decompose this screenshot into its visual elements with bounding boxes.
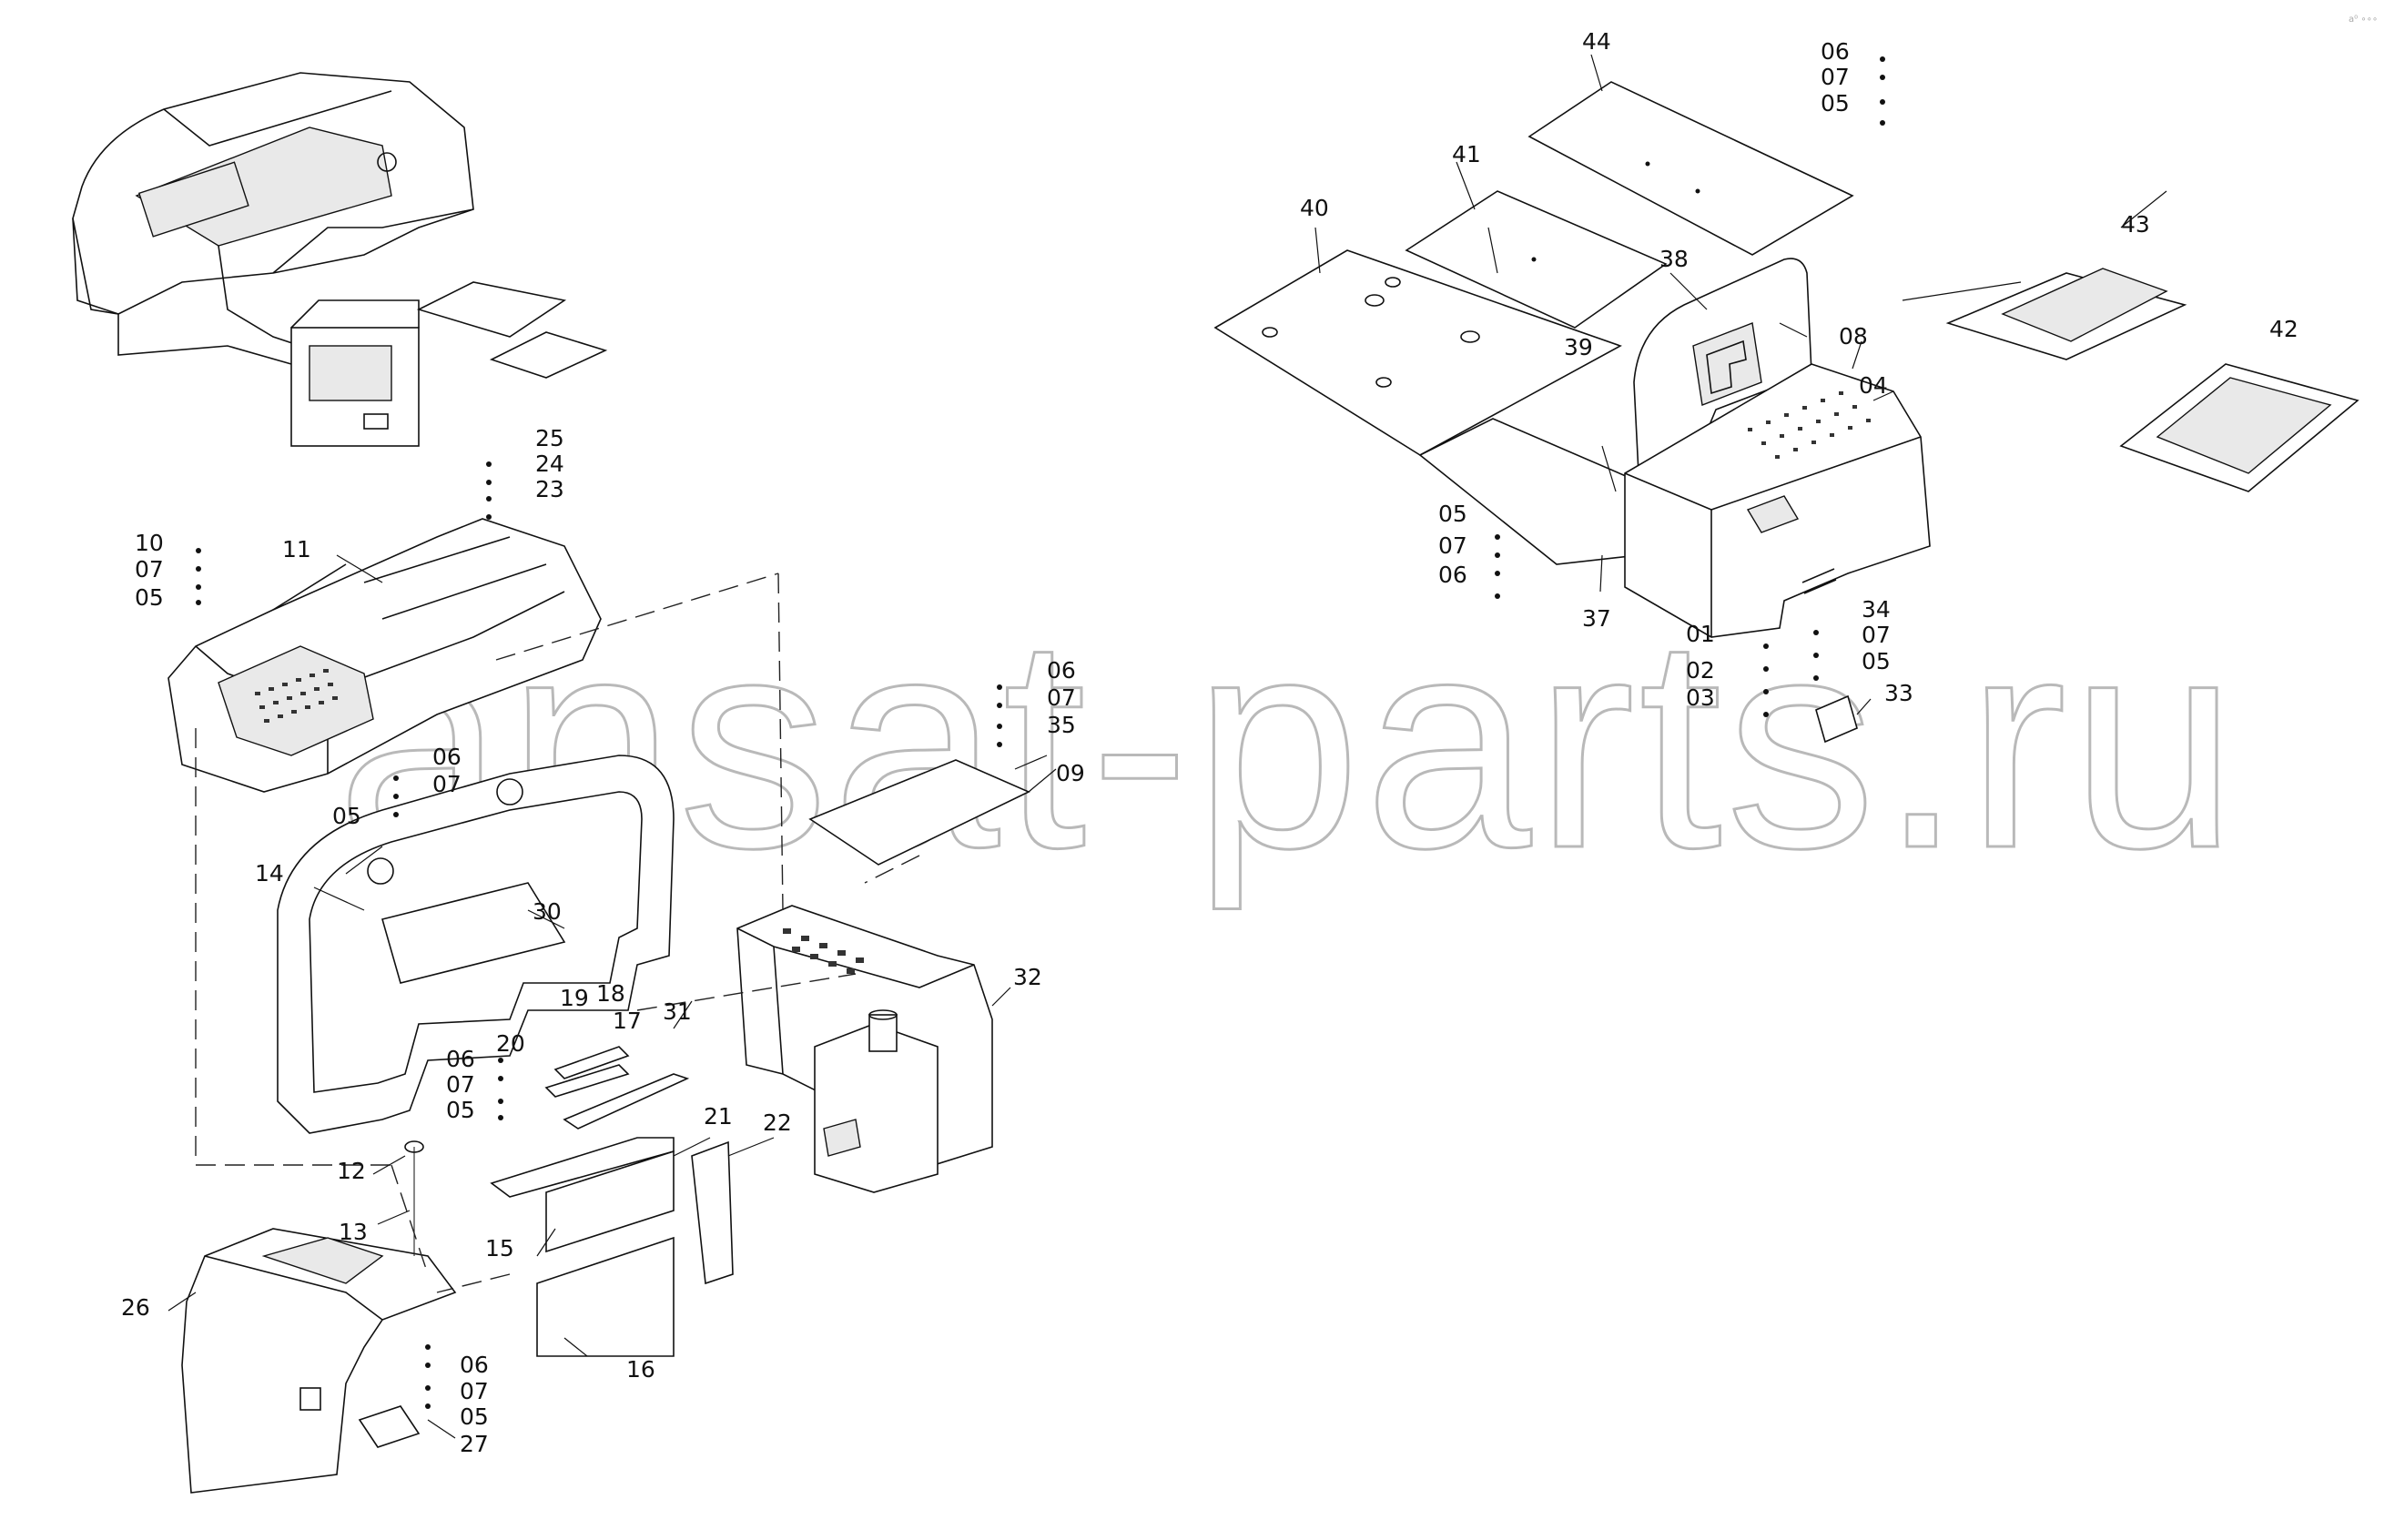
callout-14: 14 <box>255 860 284 887</box>
callout-22: 22 <box>763 1109 792 1136</box>
part-42-cover <box>2119 363 2359 492</box>
part-40-floor-plate <box>1213 249 1622 456</box>
assembled-canopy-view <box>72 72 608 447</box>
corner-mark: a⁰ ∘∘∘ <box>2349 15 2378 25</box>
callout-25: 25 <box>535 425 564 451</box>
callout-05: 05 <box>332 803 361 829</box>
callout-05: 05 <box>446 1097 475 1123</box>
callout-15: 15 <box>485 1235 514 1261</box>
callout-09: 09 <box>1056 760 1085 786</box>
leader-lines <box>167 54 2167 1439</box>
callout-39: 39 <box>1564 334 1593 360</box>
callout-30: 30 <box>533 898 562 925</box>
callout-33: 33 <box>1884 680 1913 706</box>
callout-05: 05 <box>1862 648 1891 674</box>
callout-38: 38 <box>1659 246 1689 272</box>
callout-07: 07 <box>460 1378 489 1404</box>
part-14-front-frame <box>277 755 675 1134</box>
callout-11: 11 <box>282 536 311 562</box>
callout-42: 42 <box>2269 316 2298 342</box>
callout-06: 06 <box>460 1352 489 1378</box>
assembly-guide-lines <box>195 572 920 1293</box>
callout-32: 32 <box>1013 964 1042 990</box>
callout-19: 19 <box>560 985 589 1011</box>
brackets-group <box>490 1046 734 1357</box>
callout-06: 06 <box>1047 657 1076 684</box>
callout-23: 23 <box>535 476 564 502</box>
part-08-hood-side <box>1633 258 1812 474</box>
callout-17: 17 <box>613 1008 642 1034</box>
callout-31: 31 <box>663 998 692 1025</box>
part-32-engine-enclosure <box>736 905 993 1193</box>
part-41-cover-plate <box>1405 190 1668 329</box>
fastener-stacks <box>196 56 1885 1409</box>
part-44-cover-plate <box>1527 81 1854 256</box>
callout-07: 07 <box>135 556 164 583</box>
part-11-canopy-top <box>167 518 602 793</box>
callout-06: 06 <box>446 1046 475 1072</box>
callout-43: 43 <box>2121 211 2150 238</box>
callout-06: 06 <box>1821 38 1850 65</box>
callout-04: 04 <box>1859 372 1888 399</box>
callout-12: 12 <box>337 1158 366 1184</box>
callout-06: 06 <box>432 744 462 770</box>
callout-24: 24 <box>535 451 564 477</box>
part-43-cover <box>1945 268 2187 360</box>
callout-labels: 10 07 05 11 25 24 23 06 07 05 14 30 06 0… <box>121 28 2298 1457</box>
callout-18: 18 <box>596 980 625 1007</box>
callout-20: 20 <box>496 1030 525 1057</box>
callout-07: 07 <box>432 771 462 797</box>
callout-05: 05 <box>1438 501 1467 527</box>
callout-40: 40 <box>1300 195 1329 221</box>
callout-07: 07 <box>446 1071 475 1098</box>
callout-41: 41 <box>1452 141 1481 167</box>
callout-07: 07 <box>1821 64 1850 90</box>
callout-05: 05 <box>1821 90 1850 117</box>
callout-07: 07 <box>1862 622 1891 648</box>
callout-16: 16 <box>626 1356 655 1383</box>
callout-10: 10 <box>135 530 164 556</box>
callout-13: 13 <box>339 1219 368 1245</box>
part-26-lower-front-panel <box>181 1228 457 1494</box>
part-04-hood-body <box>1624 363 1931 638</box>
callout-37: 37 <box>1582 605 1611 632</box>
callout-44: 44 <box>1582 28 1611 55</box>
callout-08: 08 <box>1839 323 1868 350</box>
callout-26: 26 <box>121 1294 150 1321</box>
callout-27: 27 <box>460 1431 489 1457</box>
callout-05: 05 <box>135 584 164 611</box>
callout-21: 21 <box>704 1103 733 1130</box>
callout-06: 06 <box>1438 562 1467 588</box>
callout-34: 34 <box>1862 596 1891 623</box>
callout-02: 02 <box>1686 657 1715 684</box>
callout-03: 03 <box>1686 684 1715 711</box>
callout-35: 35 <box>1047 712 1076 738</box>
part-33-bracket <box>1815 694 1858 744</box>
callout-01: 01 <box>1686 621 1715 647</box>
callout-05: 05 <box>460 1403 489 1430</box>
callout-07: 07 <box>1047 684 1076 711</box>
callout-07: 07 <box>1438 532 1467 559</box>
